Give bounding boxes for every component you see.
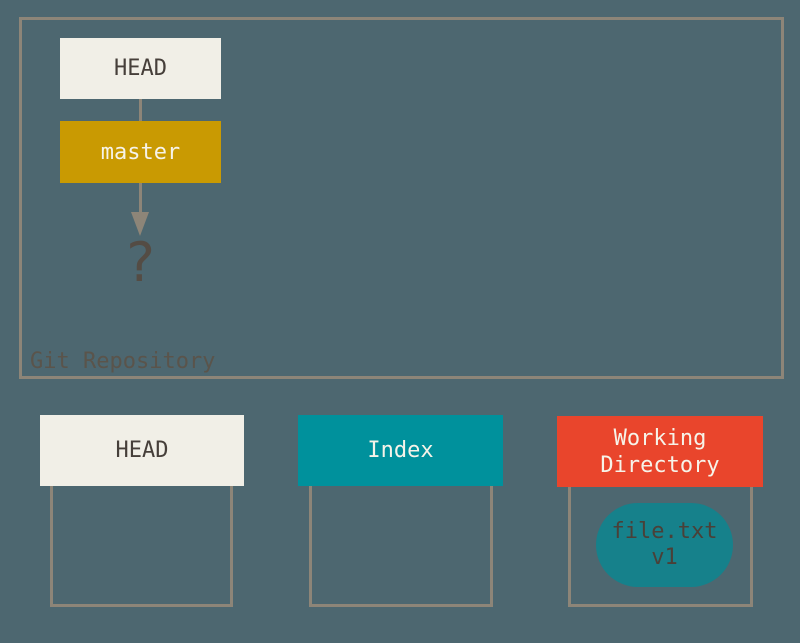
file-blob: file.txt v1 <box>596 503 733 587</box>
file-name: file.txt <box>611 519 718 544</box>
index-area-header: Index <box>298 415 503 486</box>
head-area-header: HEAD <box>40 415 244 486</box>
head-to-master-connector-line <box>139 99 142 121</box>
head-area-label: HEAD <box>115 438 169 463</box>
working-directory-container <box>568 487 753 607</box>
master-branch-box: master <box>60 121 221 183</box>
head-area-container <box>50 486 233 607</box>
git-repository-box: HEAD master ? Git Repository <box>19 17 784 379</box>
index-area-label: Index <box>367 438 434 463</box>
working-directory-header: Working Directory <box>557 416 763 487</box>
head-box: HEAD <box>60 38 221 99</box>
master-pointer-arrow-line <box>139 183 142 213</box>
index-area-container <box>309 486 493 607</box>
unknown-commit-question-mark: ? <box>123 231 157 294</box>
working-directory-label-line1: Working <box>613 425 707 451</box>
working-directory-label-line2: Directory <box>600 452 720 478</box>
master-pointer-arrow-head <box>131 212 149 236</box>
git-repository-label: Git Repository <box>30 349 216 374</box>
master-branch-label: master <box>100 139 181 165</box>
file-version: v1 <box>651 545 678 570</box>
head-box-label: HEAD <box>114 56 167 81</box>
